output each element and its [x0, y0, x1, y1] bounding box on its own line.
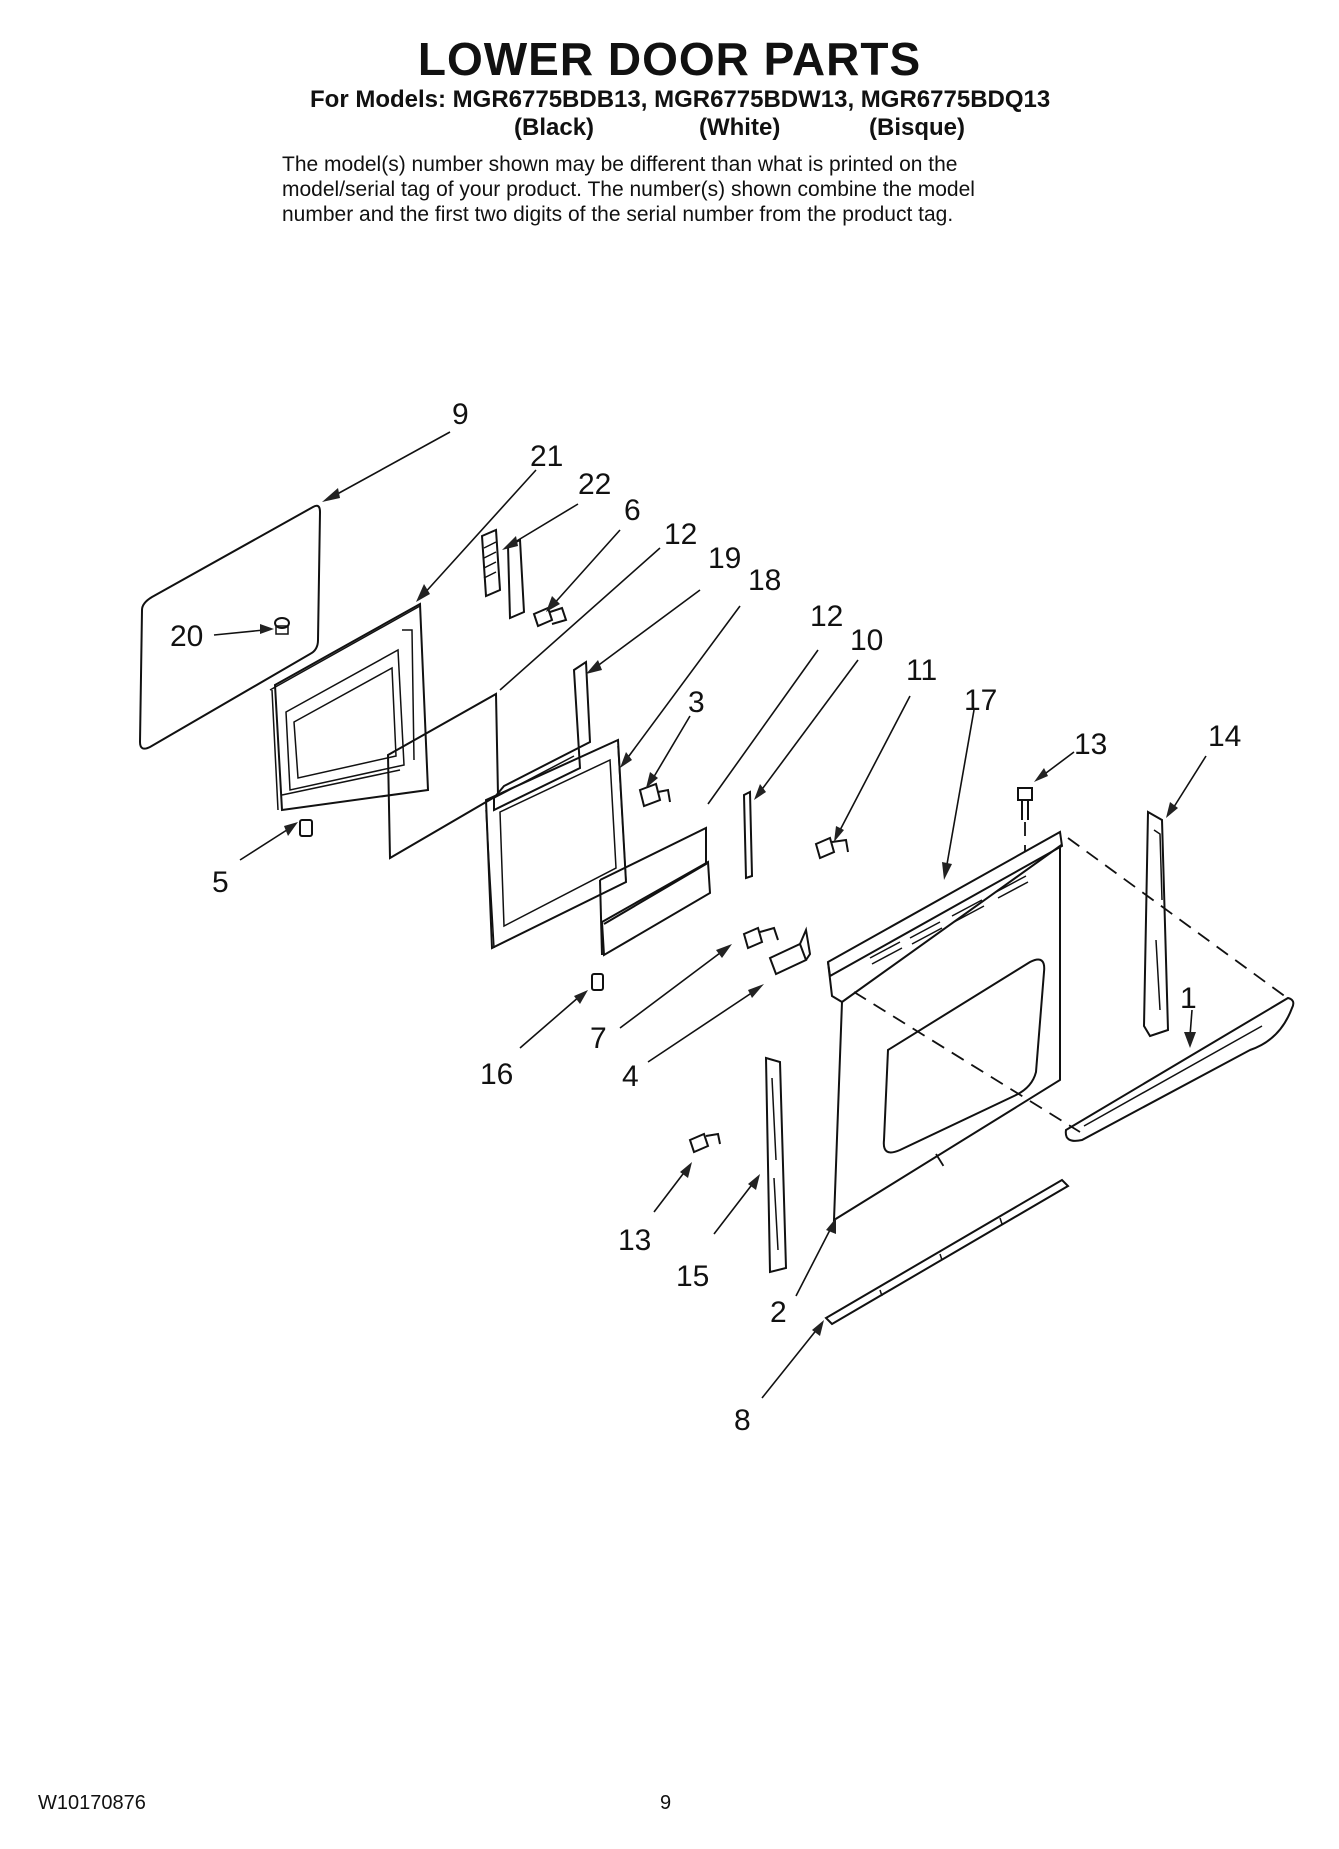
part-11-strip — [742, 790, 754, 880]
part-17-top-trim — [826, 830, 1064, 1003]
callout-3: 3 — [688, 686, 705, 719]
callout-7: 7 — [590, 1022, 607, 1055]
callout-11: 11 — [906, 654, 937, 687]
callout-13-lower: 13 — [618, 1224, 651, 1257]
callout-16: 16 — [480, 1058, 513, 1091]
callout-20: 20 — [170, 620, 203, 653]
part-20-grommet — [274, 617, 290, 635]
part-2-outer-panel — [832, 844, 1061, 1222]
color-bisque: (Bisque) — [869, 114, 965, 141]
callout-9: 9 — [452, 398, 469, 431]
callout-17: 17 — [964, 684, 997, 717]
part-9-gasket — [138, 504, 322, 750]
part-7-screw — [742, 926, 779, 950]
callout-10: 10 — [850, 624, 883, 657]
callout-21: 21 — [530, 440, 563, 473]
callout-22: 22 — [578, 468, 611, 501]
part-13-screw-top — [1017, 787, 1033, 820]
part-8-bottom-trim — [824, 1178, 1070, 1326]
color-white: (White) — [699, 114, 781, 141]
callout-12-upper: 12 — [664, 518, 697, 551]
callout-12-lower: 12 — [810, 600, 843, 633]
models-line: For Models: MGR6775BDB13, MGR6775BDW13, … — [310, 86, 1051, 113]
part-6-screw — [532, 606, 568, 628]
part-10-pane — [600, 860, 712, 957]
part-14-side-trim-right — [1142, 810, 1170, 1038]
part-11-screw — [814, 836, 849, 860]
callout-2: 2 — [770, 1296, 787, 1329]
callout-15: 15 — [676, 1260, 709, 1293]
callout-18: 18 — [748, 564, 781, 597]
page-number: 9 — [660, 1792, 672, 1814]
notice-line: number and the first two digits of the s… — [282, 203, 954, 226]
part-16-clip — [591, 973, 604, 991]
part-12-glass-upper — [386, 692, 500, 860]
part-19-insulation — [493, 660, 592, 812]
part-21-inner-liner — [269, 602, 430, 812]
part-15-side-trim-left — [764, 1056, 788, 1274]
callout-14: 14 — [1208, 720, 1241, 753]
callout-19: 19 — [708, 542, 741, 575]
document-number: W10170876 — [38, 1792, 146, 1814]
callout-4: 4 — [622, 1060, 639, 1093]
part-12-glass-lower — [599, 826, 707, 956]
callout-5: 5 — [212, 866, 229, 899]
part-1-handle — [1064, 996, 1295, 1142]
leader-lines — [213, 431, 1207, 1399]
model-number-notice: The model(s) number shown may be differe… — [282, 152, 1072, 227]
page-title: LOWER DOOR PARTS — [417, 33, 922, 85]
part-18-glass-frame — [484, 738, 628, 950]
color-black: (Black) — [514, 114, 595, 141]
part-4-hinge-bracket — [768, 926, 812, 976]
callout-8: 8 — [734, 1404, 751, 1437]
part-3-screw — [638, 782, 671, 808]
part-5-clip — [299, 819, 313, 837]
part-22-vent-baffle — [480, 528, 526, 620]
callout-1: 1 — [1180, 982, 1197, 1015]
callout-13-top: 13 — [1074, 728, 1107, 761]
callout-labels: 9 21 22 6 12 19 18 12 10 11 17 3 13 14 2… — [170, 398, 1241, 1437]
callout-6: 6 — [624, 494, 641, 527]
notice-line: The model(s) number shown may be differe… — [282, 153, 958, 176]
part-13-screw-lower — [688, 1132, 721, 1154]
notice-line: model/serial tag of your product. The nu… — [282, 178, 975, 201]
